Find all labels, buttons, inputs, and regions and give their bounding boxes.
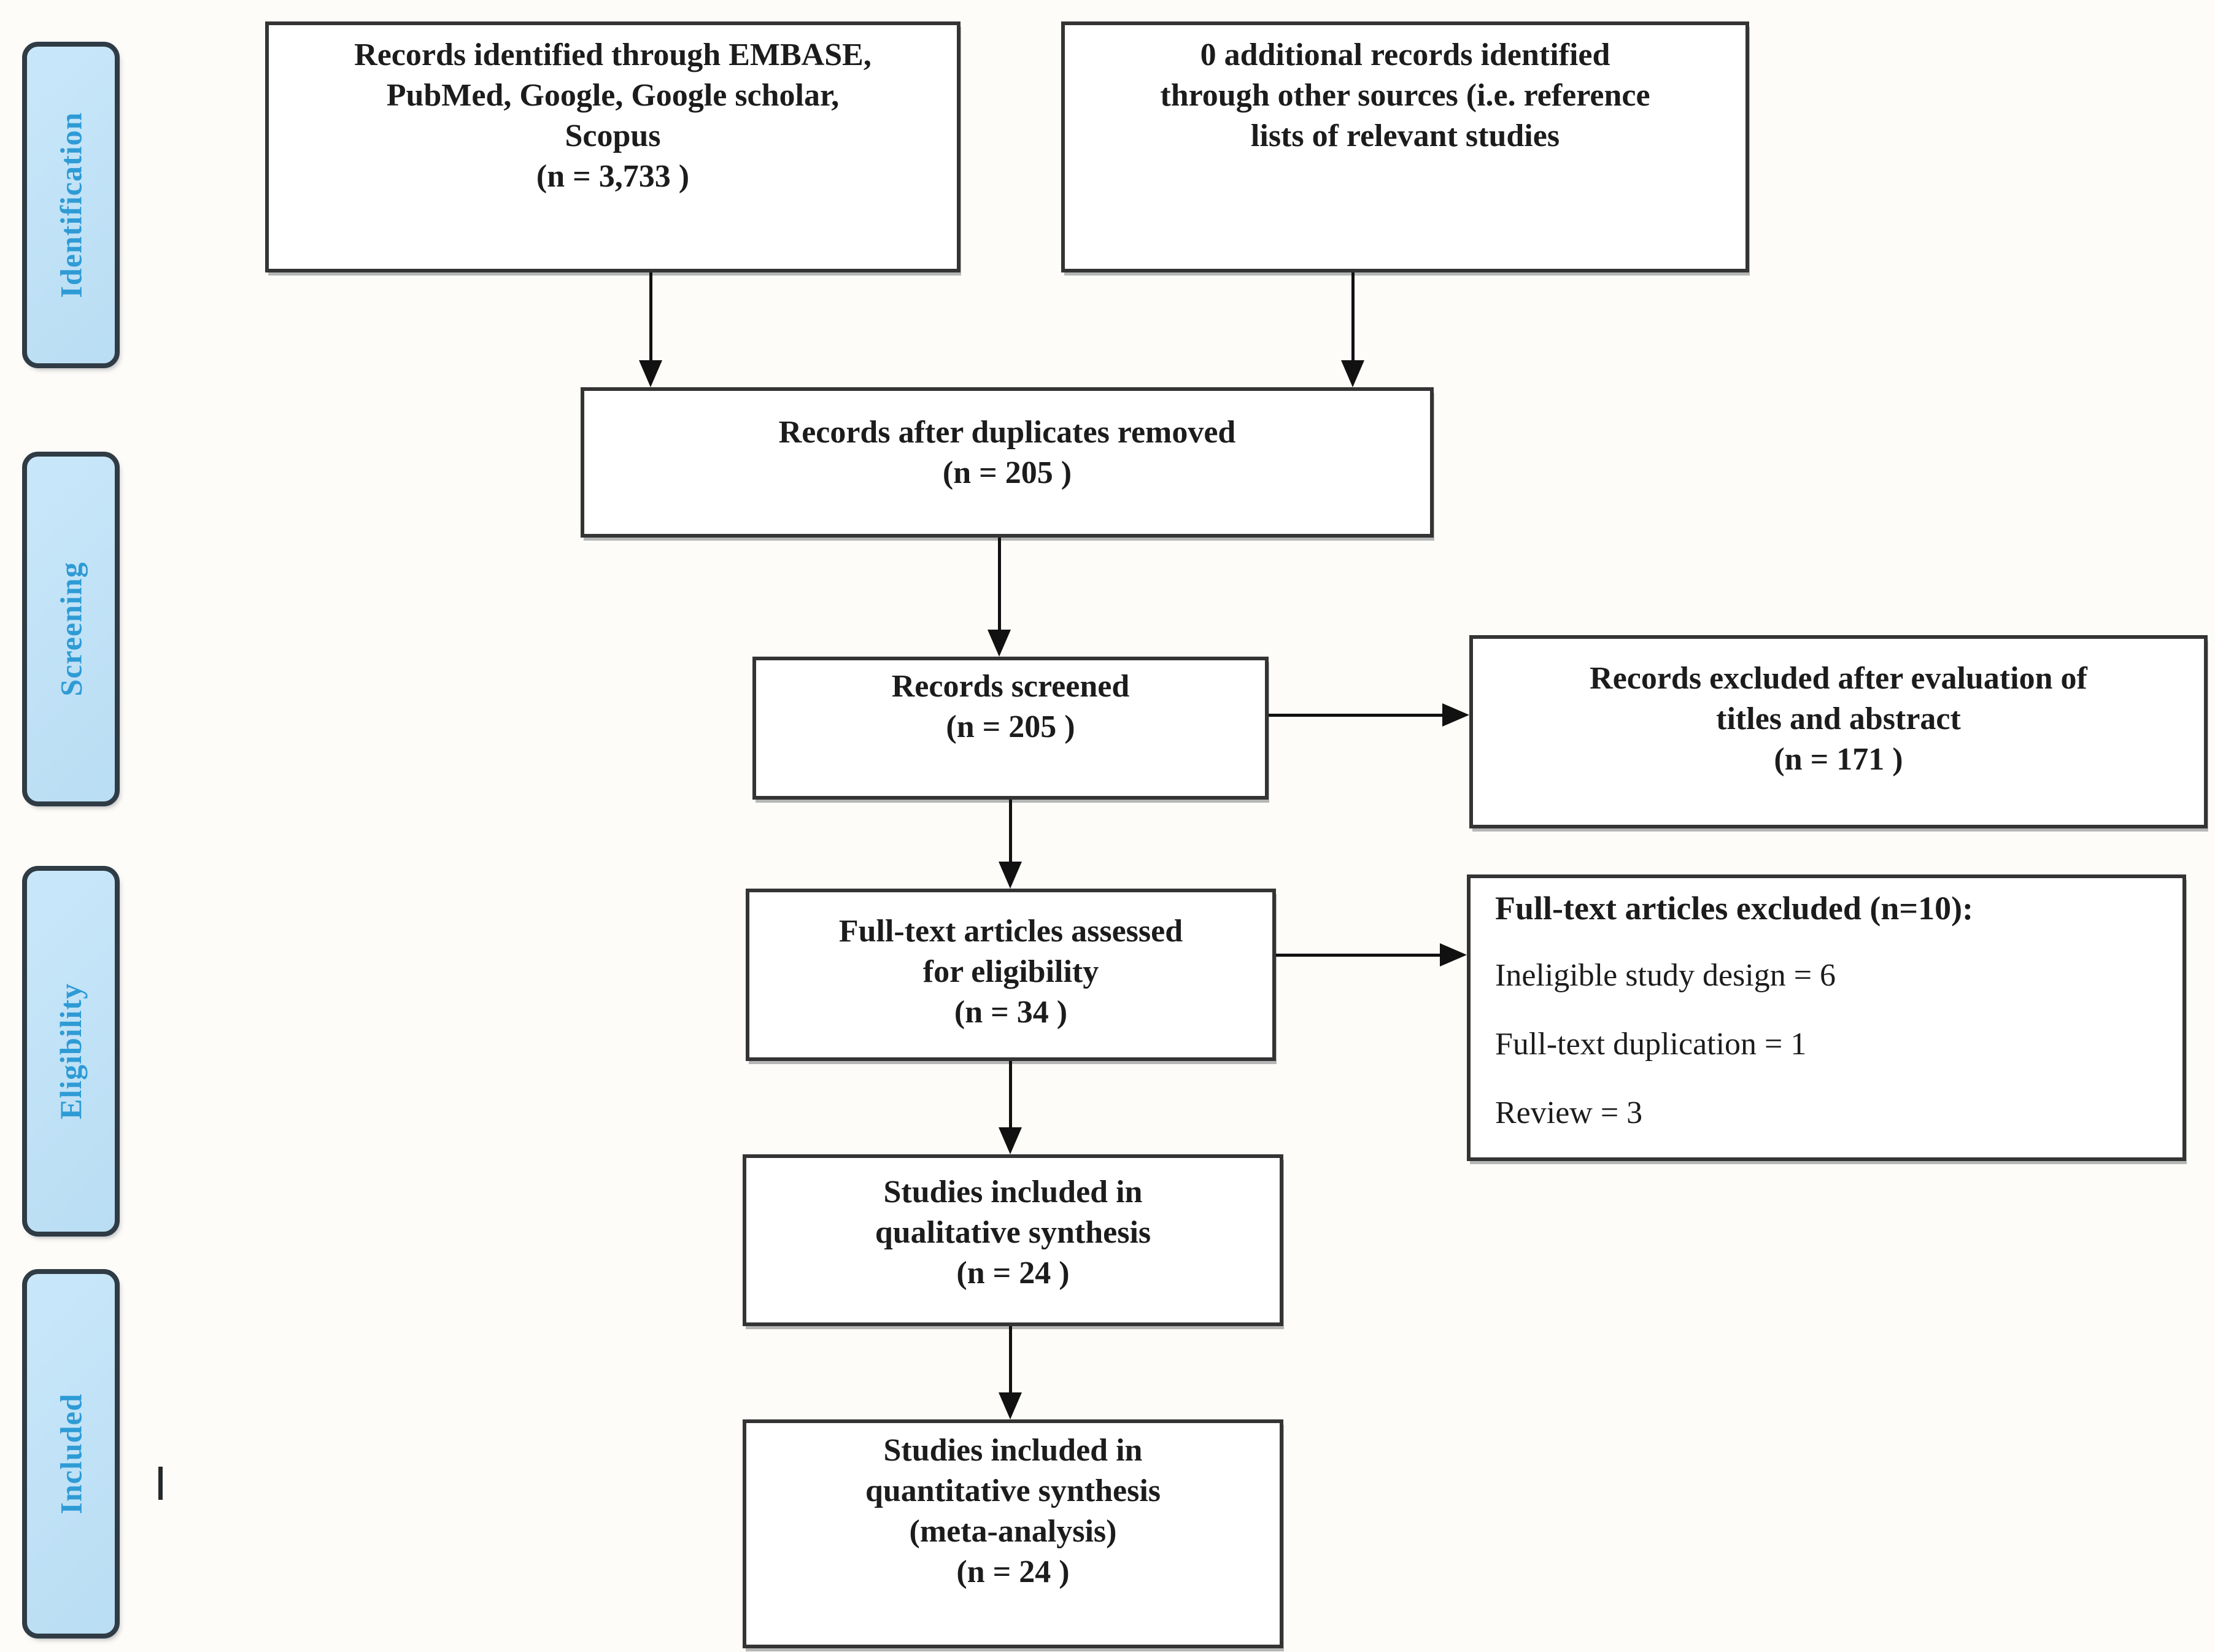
arrow-fulltext-to-excluded-line	[1276, 954, 1441, 957]
box-text-line: (n = 205 )	[942, 455, 1072, 490]
arrow-down-icon	[988, 630, 1011, 657]
box-text-line: (n = 171 )	[1774, 741, 1903, 777]
box-text-line: lists of relevant studies	[1250, 118, 1560, 153]
box-text-line: (n = 34 )	[954, 994, 1068, 1030]
box-records-screened: Records screened (n = 205 )	[752, 657, 1269, 800]
box-text-line: (n = 24 )	[956, 1554, 1070, 1589]
fulltext-excluded-item: Full-text duplication = 1	[1495, 1027, 1807, 1062]
arrow-fulltext-to-qualitative-line	[1009, 1061, 1012, 1129]
box-text-line: Full-text articles assessed	[838, 913, 1183, 949]
box-text-line: (n = 24 )	[956, 1256, 1070, 1291]
arrow-down-icon	[1341, 360, 1364, 387]
stage-included: Included	[22, 1269, 120, 1638]
stray-cursor-mark	[158, 1467, 163, 1500]
stage-included-label: Included	[53, 1393, 88, 1515]
box-duplicates-removed: Records after duplicates removed (n = 20…	[581, 387, 1434, 538]
stage-identification: Identification	[22, 42, 120, 368]
box-text-line: titles and abstract	[1716, 701, 1961, 736]
arrow-identified-to-duplicates-line	[649, 272, 652, 361]
box-text-line: (meta-analysis)	[909, 1513, 1117, 1549]
box-records-identified: Records identified through EMBASE, PubMe…	[265, 21, 961, 272]
arrow-down-icon	[999, 1392, 1022, 1419]
box-text-line: Records after duplicates removed	[778, 414, 1236, 450]
box-text-line: Records excluded after evaluation of	[1590, 660, 2087, 696]
fulltext-excluded-heading: Full-text articles excluded (n=10):	[1495, 890, 1974, 927]
box-text-line: (n = 205 )	[946, 709, 1075, 744]
box-fulltext-excluded: Full-text articles excluded (n=10): Inel…	[1467, 874, 2186, 1161]
box-text-line: qualitative synthesis	[875, 1215, 1151, 1250]
arrow-screened-to-excluded-line	[1269, 714, 1444, 717]
box-text-line: quantitative synthesis	[865, 1473, 1161, 1508]
fulltext-excluded-item: Review = 3	[1495, 1095, 1643, 1130]
box-text-line: PubMed, Google, Google scholar,	[386, 78, 840, 113]
box-text-line: for eligibility	[922, 954, 1099, 989]
arrow-down-icon	[999, 1127, 1022, 1154]
box-text-line: through other sources (i.e. reference	[1160, 78, 1650, 113]
fulltext-excluded-item: Ineligible study design = 6	[1495, 958, 1836, 993]
arrow-right-icon	[1440, 943, 1467, 967]
box-qualitative-synthesis: Studies included in qualitative synthesi…	[743, 1154, 1283, 1326]
box-additional-records: 0 additional records identified through …	[1061, 21, 1749, 272]
box-text-line: Scopus	[565, 118, 661, 153]
stage-screening: Screening	[22, 452, 120, 806]
arrow-qualitative-to-quantitative-line	[1009, 1326, 1012, 1394]
arrow-duplicates-to-screened-line	[998, 538, 1001, 631]
box-text-line: Studies included in	[883, 1175, 1143, 1210]
box-text-line: Studies included in	[883, 1432, 1143, 1468]
arrow-down-icon	[999, 862, 1022, 889]
stage-screening-label: Screening	[53, 562, 88, 697]
stage-identification-label: Identification	[53, 112, 88, 298]
box-text-line: 0 additional records identified	[1200, 37, 1610, 72]
box-fulltext-assessed: Full-text articles assessed for eligibil…	[746, 889, 1276, 1061]
arrow-screened-to-fulltext-line	[1009, 800, 1012, 863]
stage-eligibility-label: Eligibility	[53, 982, 88, 1120]
box-text-line: (n = 3,733 )	[536, 159, 690, 194]
box-records-excluded: Records excluded after evaluation of tit…	[1469, 635, 2208, 828]
box-quantitative-synthesis: Studies included in quantitative synthes…	[743, 1419, 1283, 1648]
arrow-additional-to-duplicates-line	[1351, 272, 1355, 361]
stage-eligibility: Eligibility	[22, 866, 120, 1237]
box-text-line: Records identified through EMBASE,	[354, 37, 872, 72]
arrow-down-icon	[639, 360, 662, 387]
arrow-right-icon	[1442, 703, 1469, 727]
box-text-line: Records screened	[891, 668, 1130, 704]
